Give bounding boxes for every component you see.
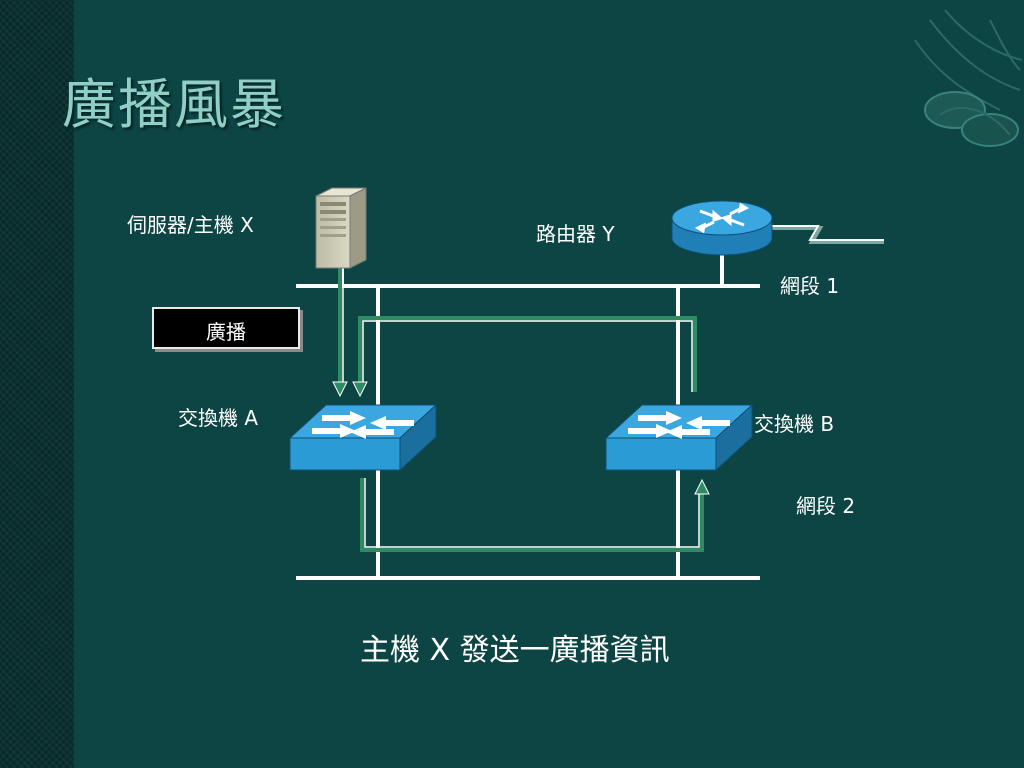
- switch-a-icon: [288, 403, 438, 472]
- segment-2-label: 網段 2: [796, 494, 856, 518]
- flow-loop-bottom-arrow: [360, 478, 704, 552]
- broadcast-flow-arrows: [332, 266, 710, 552]
- slide-title: 廣播風暴: [62, 73, 286, 136]
- switch-b-label: 交換機 B: [754, 412, 835, 436]
- router-icon: [671, 200, 773, 256]
- broadcast-label: 廣播: [206, 320, 246, 344]
- server-label: 伺服器/主機 X: [127, 213, 254, 237]
- flow-loop-top-arrow: [358, 316, 697, 392]
- switch-b-icon: [604, 403, 754, 472]
- switch-a-label: 交換機 A: [178, 406, 259, 430]
- butterfly-decoration-icon: [914, 9, 1023, 147]
- server-icon: [315, 187, 367, 269]
- slide-caption: 主機 X 發送一廣播資訊: [360, 633, 670, 668]
- router-label: 路由器 Y: [536, 222, 615, 246]
- broadcast-callout: 廣播: [152, 307, 300, 349]
- segment-1-label: 網段 1: [780, 274, 840, 298]
- router-wan-link: [770, 225, 884, 244]
- decorative-left-strip: [0, 0, 74, 768]
